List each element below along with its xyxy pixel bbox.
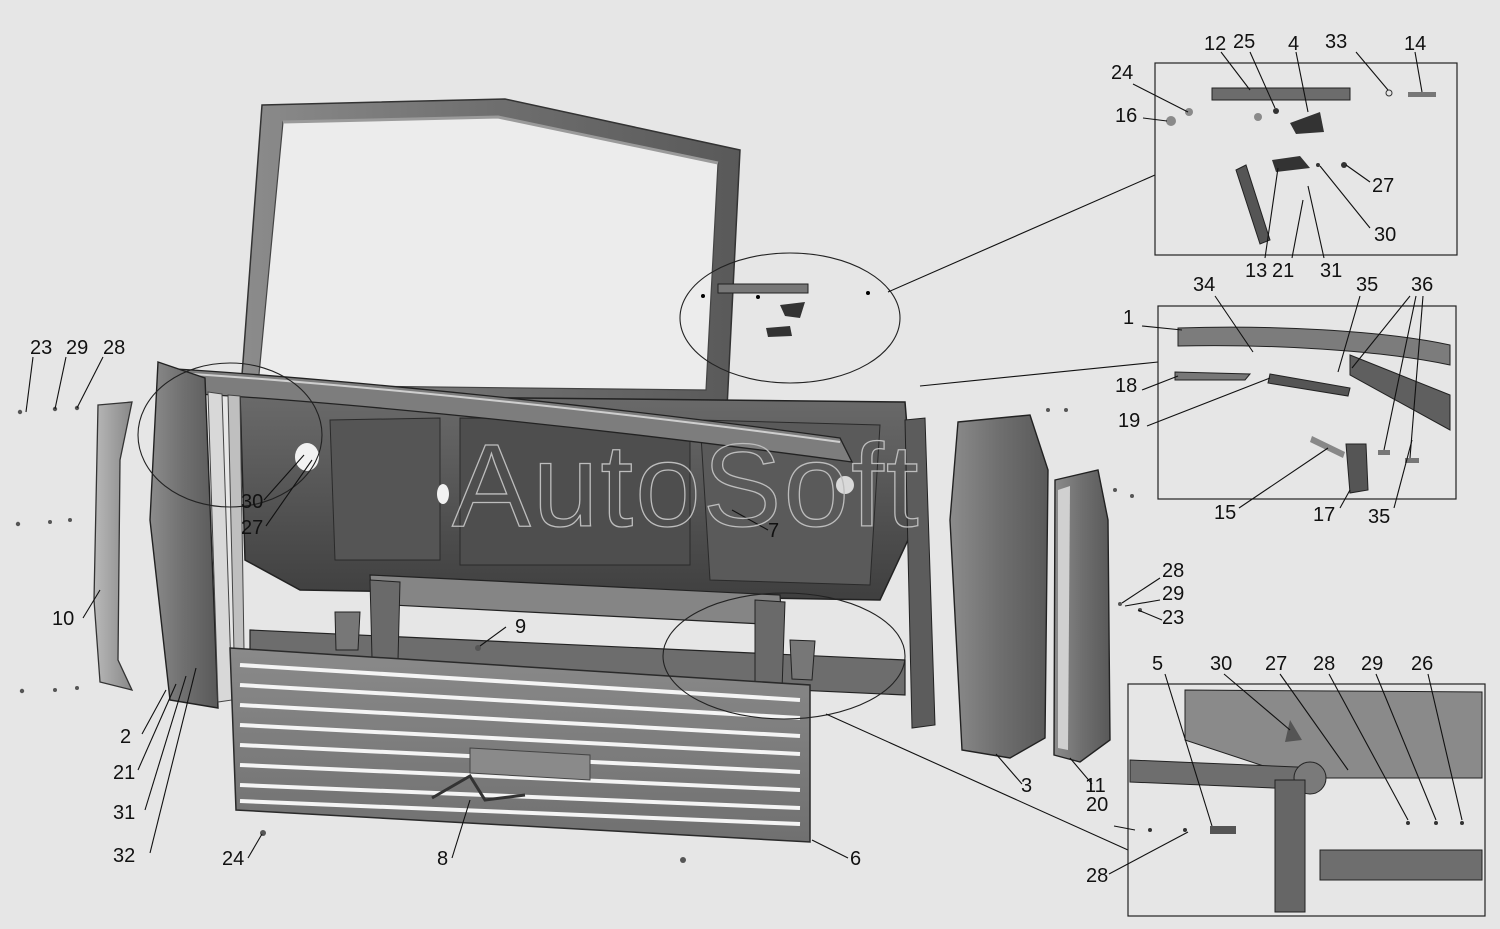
radiator-grille	[229, 647, 811, 843]
left-side-trim	[93, 401, 134, 691]
callout-label: 8	[437, 848, 448, 870]
callout-label: 29	[66, 337, 88, 359]
callouts-inset-hinge: 12 25 4 33 14 24 16 27 30 13 21 31	[1111, 31, 1426, 282]
callout-label: 30	[1210, 653, 1232, 675]
callout-label: 28	[1086, 865, 1108, 887]
callout-label: 13	[1245, 260, 1267, 282]
watermark: AutoSoft	[452, 420, 921, 552]
callout-label: 29	[1361, 653, 1383, 675]
inset-frame	[1157, 305, 1457, 500]
callout-label: 35	[1368, 506, 1390, 528]
callout-label: 27	[1265, 653, 1287, 675]
callout-label: 36	[1411, 274, 1433, 296]
callouts-main: 23 29 28 10 2 21 31 32 30 27 24 8 9 7 6 …	[30, 337, 1184, 887]
callout-label: 30	[1374, 224, 1396, 246]
inset-hinge	[1154, 62, 1458, 256]
callout-label: 9	[515, 616, 526, 638]
callout-label: 21	[1272, 260, 1294, 282]
callout-label: 24	[1111, 62, 1133, 84]
callouts-inset-mount: 5 30 27 28 29 26	[1152, 653, 1433, 675]
callouts-inset-frame: 34 35 36 1 18 19 15 17 35	[1115, 274, 1433, 528]
callout-label: 23	[30, 337, 52, 359]
callout-label: 24	[222, 848, 244, 870]
callout-label: 7	[768, 520, 779, 542]
callout-label: 28	[1313, 653, 1335, 675]
cab-window-frame	[239, 98, 741, 409]
callout-label: 30	[241, 491, 263, 513]
callout-label: 28	[103, 337, 125, 359]
callout-label: 34	[1193, 274, 1215, 296]
callout-label: 20	[1086, 794, 1108, 816]
right-cowl-panel	[949, 414, 1049, 759]
callout-leaders	[25, 51, 1463, 875]
callout-label: 5	[1152, 653, 1163, 675]
callout-label: 32	[113, 845, 135, 867]
callout-label: 10	[52, 608, 74, 630]
callout-label: 4	[1288, 33, 1299, 55]
callout-label: 12	[1204, 33, 1226, 55]
callout-label: 11	[1085, 775, 1106, 797]
right-upright	[904, 417, 936, 729]
callout-label: 1	[1123, 307, 1134, 329]
callout-label: 26	[1411, 653, 1433, 675]
callout-label: 33	[1325, 31, 1347, 53]
callout-label: 27	[241, 517, 263, 539]
callout-label: 17	[1313, 504, 1335, 526]
callout-label: 25	[1233, 31, 1255, 53]
hinge-preview	[701, 283, 870, 337]
callout-label: 3	[1021, 775, 1032, 797]
callout-label: 18	[1115, 375, 1137, 397]
callout-label: 16	[1115, 105, 1137, 127]
callout-label: 15	[1214, 502, 1236, 524]
right-side-trim	[1053, 469, 1111, 763]
callout-label: 2	[120, 726, 131, 748]
highlight-ellipses	[137, 252, 906, 720]
callout-label: 31	[1320, 260, 1342, 282]
callout-label: 21	[113, 762, 135, 784]
callout-label: 31	[113, 802, 135, 824]
callout-label: 14	[1404, 33, 1426, 55]
callout-label: 29	[1162, 583, 1184, 605]
callout-label: 28	[1162, 560, 1184, 582]
callout-label: 6	[850, 848, 861, 870]
roof-trim-bar	[159, 367, 854, 463]
callout-label: 27	[1372, 175, 1394, 197]
callout-label: 23	[1162, 607, 1184, 629]
connector-lines	[825, 174, 1159, 851]
callout-label: 19	[1118, 410, 1140, 432]
inset-mount	[1127, 683, 1486, 917]
bumper-beam	[249, 574, 906, 696]
callout-label: 35	[1356, 274, 1378, 296]
